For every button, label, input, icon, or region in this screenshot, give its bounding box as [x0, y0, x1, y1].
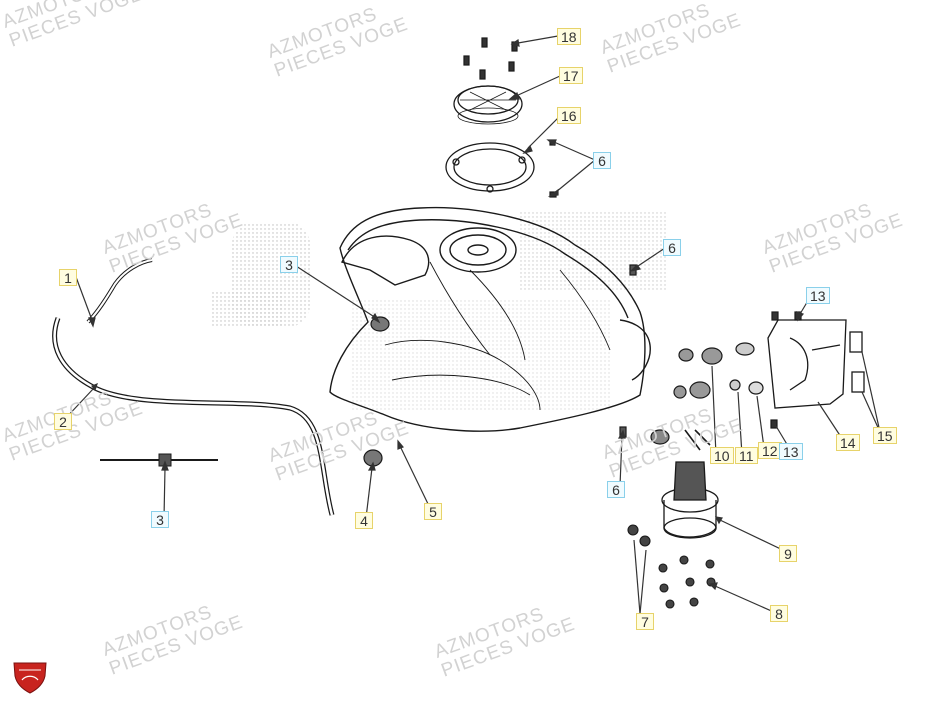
callout-13[interactable]: 13	[779, 443, 803, 460]
callout-11[interactable]: 11	[735, 447, 758, 464]
callout-6[interactable]: 6	[593, 152, 611, 169]
callout-16[interactable]: 16	[557, 107, 581, 124]
drain-hose-2	[52, 317, 335, 516]
callout-6[interactable]: 6	[663, 239, 681, 256]
callout-6[interactable]: 6	[607, 481, 625, 498]
mount-bushings	[673, 311, 802, 429]
callout-3[interactable]: 3	[280, 256, 298, 273]
fuel-pump-9	[661, 429, 719, 539]
callout-12[interactable]: 12	[758, 442, 782, 459]
callout-4[interactable]: 4	[355, 512, 373, 529]
fuel-tank	[329, 206, 651, 432]
callout-13[interactable]: 13	[806, 287, 830, 304]
filler-ring	[445, 142, 535, 193]
bolts-15	[849, 331, 865, 393]
breather-tube-1	[86, 258, 153, 324]
callout-5[interactable]: 5	[424, 503, 442, 520]
callout-18[interactable]: 18	[557, 28, 581, 45]
callout-9[interactable]: 9	[779, 545, 797, 562]
filler-cap	[453, 85, 523, 125]
callout-1[interactable]: 1	[59, 269, 77, 286]
callout-14[interactable]: 14	[836, 434, 860, 451]
background-dot-pattern	[212, 210, 668, 410]
callout-10[interactable]: 10	[710, 447, 734, 464]
callout-7[interactable]: 7	[636, 613, 654, 630]
callout-15[interactable]: 15	[873, 427, 897, 444]
callout-8[interactable]: 8	[770, 605, 788, 622]
leader-lines	[63, 35, 881, 615]
callout-3[interactable]: 3	[151, 511, 169, 528]
cable-tie-3	[100, 453, 218, 467]
callout-17[interactable]: 17	[559, 67, 583, 84]
azmotors-logo	[13, 662, 47, 694]
callout-2[interactable]: 2	[54, 413, 72, 430]
tank-bracket-14	[767, 319, 847, 409]
pump-screws	[627, 524, 716, 609]
